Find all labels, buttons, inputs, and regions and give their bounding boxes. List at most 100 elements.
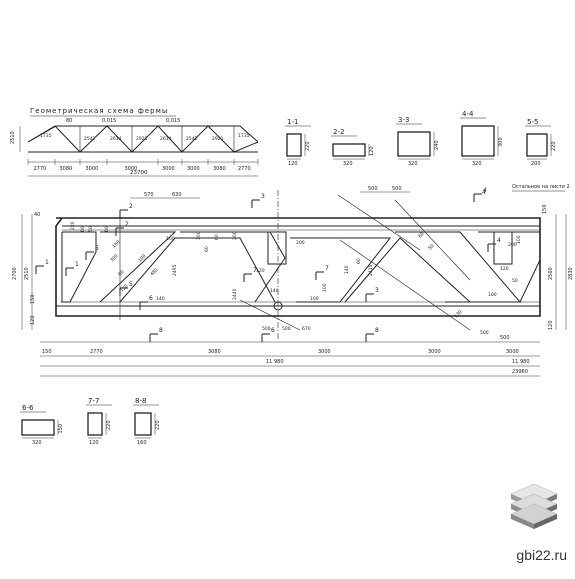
interior-dim: 140	[156, 296, 165, 302]
section-mark: 1	[75, 261, 79, 268]
interior-dim: 100	[310, 296, 319, 302]
section-4-4	[461, 125, 495, 157]
section-8-8	[134, 412, 152, 436]
interior-dim: 100	[137, 253, 147, 263]
scheme-member-label: 2921	[212, 136, 224, 142]
section-mark: 7	[325, 265, 329, 272]
interior-dim: 60	[417, 231, 425, 239]
left-dim: 2700	[12, 267, 18, 280]
interior-dim: 2440	[232, 288, 238, 300]
section-mark: 1	[45, 259, 49, 266]
section-width: 120	[89, 440, 99, 446]
left-dim: 2510	[24, 267, 30, 280]
section-width: 120	[288, 161, 298, 167]
section-6-6	[21, 419, 55, 436]
scheme-height: 2510	[10, 131, 16, 144]
scheme-title: Геометрическая схема фермы	[30, 107, 168, 115]
right-dim: 2560	[548, 267, 554, 280]
section-mark: 6	[149, 295, 153, 302]
section-height: 240	[434, 140, 440, 150]
section-title-1-1: 1-1	[287, 118, 298, 126]
bottom-dim: 11 980	[266, 359, 284, 365]
section-title-6-6: 6-6	[22, 404, 34, 412]
scheme-member-label: 2542	[186, 136, 198, 142]
web-panel-1	[99, 231, 177, 303]
section-height: 150	[58, 424, 64, 434]
bottom-dim: 500	[500, 335, 510, 341]
interior-dim: 50	[427, 243, 435, 251]
section-title-5-5: 5-5	[527, 118, 538, 126]
section-7-7	[87, 412, 103, 436]
scheme-span: 2770	[34, 166, 47, 172]
bottom-dim: 23960	[512, 369, 528, 375]
interior-dim: 50	[88, 226, 94, 232]
interior-dim: 120	[500, 266, 509, 272]
interior-dim: 100	[166, 236, 175, 242]
section-height: 120	[369, 146, 375, 156]
section-title-2-2: 2-2	[333, 128, 344, 136]
interior-dim: 220	[70, 221, 76, 230]
scheme-member-label: 2542	[84, 136, 96, 142]
section-width: 160	[137, 440, 147, 446]
interior-dim: 200	[232, 231, 238, 240]
web-panel-5	[395, 231, 522, 303]
scheme-member-label: 1735	[238, 133, 250, 139]
interior-dim: 670	[302, 326, 311, 332]
section-mark: 4	[482, 189, 486, 196]
section-mark: 8	[159, 327, 163, 334]
scheme-span: 3080	[213, 166, 226, 172]
left-dim: 40	[34, 212, 40, 218]
section-height: 220	[305, 141, 311, 151]
vertical-post-2	[493, 231, 513, 265]
interior-dim: 2415	[368, 264, 374, 276]
interior-dim: 130	[453, 309, 463, 319]
interior-dim: 60	[356, 258, 362, 264]
interior-dim: 500	[480, 330, 489, 336]
geometric-scheme: 2510 80 0,015 0,015 1735 2542 2614 2921 …	[10, 118, 259, 177]
section-width: 200	[531, 161, 541, 167]
interior-dim: 300	[109, 253, 119, 263]
sheet-note: Остальное на листе 2	[512, 184, 570, 190]
section-mark: 8	[375, 327, 379, 334]
section-mark: 6	[271, 327, 275, 334]
bottom-dim: 2770	[90, 349, 103, 355]
interior-dim: 100	[322, 283, 328, 292]
section-width: 320	[343, 161, 353, 167]
section-mark: 3	[375, 287, 379, 294]
interior-dim: 200	[508, 242, 517, 248]
web-panel-3	[180, 231, 286, 303]
section-title-3-3: 3-3	[398, 116, 409, 124]
scheme-span: 3000	[125, 166, 138, 172]
right-dim: 120	[548, 320, 554, 330]
interior-dim: 120	[256, 268, 265, 274]
interior-dim: 500	[262, 326, 271, 332]
interior-dim: 50	[512, 278, 518, 284]
interior-dim: 200	[296, 240, 305, 246]
interior-dim: 60	[80, 226, 86, 232]
top-dim: 500	[392, 186, 402, 192]
interior-dim: 60	[117, 269, 125, 277]
scheme-span: 3000	[162, 166, 175, 172]
scheme-member-label: 2921	[136, 136, 148, 142]
scheme-span: 3080	[60, 166, 73, 172]
bottom-dim: 3000	[428, 349, 441, 355]
section-mark: 5	[129, 281, 133, 288]
interior-dim: 100	[516, 235, 522, 244]
truss-outline	[55, 217, 541, 317]
truss-elevation	[55, 190, 541, 340]
interior-dim: 140	[270, 288, 279, 294]
bottom-dim: 11 980	[512, 359, 530, 365]
section-mark: 5	[95, 245, 99, 252]
bottom-dim: 3000	[506, 349, 519, 355]
section-height: 220	[551, 141, 557, 151]
bottom-dim: 3000	[318, 349, 331, 355]
brand-watermark: gbi22.ru	[516, 547, 567, 563]
interior-dim: 2495	[172, 264, 178, 276]
scheme-height-top: 80	[66, 118, 72, 124]
section-1-1	[286, 133, 302, 157]
scheme-web	[27, 125, 259, 153]
